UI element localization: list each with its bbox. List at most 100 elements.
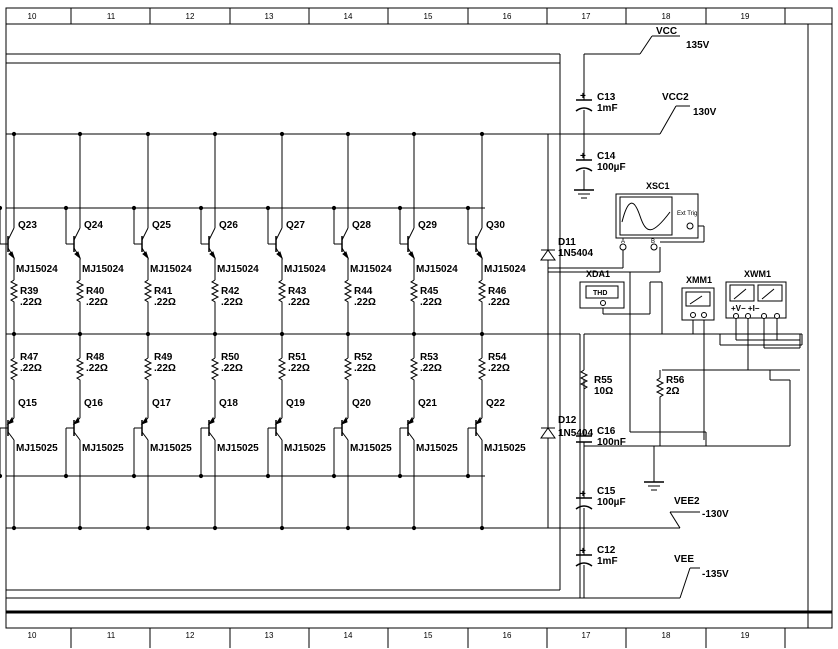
r56-ref-label: R56	[666, 375, 685, 386]
column-number-17: 17	[582, 12, 591, 21]
xwm1-v-minus-terminal[interactable]	[745, 313, 751, 319]
xwm1-i-plus-terminal[interactable]	[761, 313, 767, 319]
column-number-18: 18	[662, 631, 671, 640]
c13-capacitor: + C13 1mF	[575, 91, 618, 114]
lower-transistor-ref-label: Q15	[18, 398, 37, 409]
lower-resistor-ref-label: R49	[154, 352, 173, 363]
lower-resistor-value-label: .22Ω	[354, 363, 376, 374]
column-number-11: 11	[107, 12, 116, 21]
vee-name: VEE	[674, 554, 694, 565]
emitter-resistor-upper: R46.22Ω	[477, 279, 510, 337]
c12-capacitor: + C12 1mF	[575, 545, 618, 567]
upper-resistor-value-label: .22Ω	[221, 297, 243, 308]
lower-transistor-part-label: MJ15025	[82, 443, 124, 454]
d12-part-label: 1N5404	[558, 428, 593, 439]
vcc-supply: VCC 135V	[656, 26, 710, 51]
xsc1-ref-label: XSC1	[646, 181, 670, 191]
upper-resistor-value-label: .22Ω	[420, 297, 442, 308]
column-number-14: 14	[344, 631, 353, 640]
svg-text:+: +	[580, 546, 586, 557]
d11-diode: D11 1N5404	[540, 237, 593, 261]
vee-voltage: -135V	[702, 569, 729, 580]
upper-transistor-part-label: MJ15024	[217, 264, 259, 275]
c13-value-label: 1mF	[597, 103, 618, 114]
xwm1-v-plus-terminal[interactable]	[733, 313, 739, 319]
sheet-border	[5, 7, 833, 629]
lower-transistor-part-label: MJ15025	[150, 443, 192, 454]
lower-resistor-value-label: .22Ω	[420, 363, 442, 374]
emitter-resistor-upper: R39.22Ω	[9, 279, 42, 337]
svg-text:+: +	[580, 489, 586, 500]
lower-transistor-ref-label: Q21	[418, 398, 437, 409]
column-number-10: 10	[28, 12, 37, 21]
lower-resistor-value-label: .22Ω	[488, 363, 510, 374]
emitter-resistor-lower: R53.22Ω	[409, 334, 442, 410]
xmm1-minus-terminal[interactable]	[701, 312, 707, 318]
xsc1-channel-b-terminal[interactable]	[650, 243, 658, 251]
xwm1-terminal-labels: +V− +I−	[731, 304, 760, 313]
upper-resistor-ref-label: R44	[354, 286, 373, 297]
upper-transistor-part-label: MJ15024	[416, 264, 458, 275]
c15-capacitor: + C15 100µF	[575, 486, 626, 510]
column-number-12: 12	[186, 12, 195, 21]
oscilloscope-xsc1[interactable]: XSC1 Ext Trig A B	[615, 181, 699, 251]
c16-ref-label: C16	[597, 426, 616, 437]
upper-resistor-ref-label: R42	[221, 286, 240, 297]
column-number-19: 19	[741, 12, 750, 21]
upper-resistor-ref-label: R39	[20, 286, 39, 297]
xwm1-i-minus-terminal[interactable]	[774, 313, 780, 319]
upper-resistor-value-label: .22Ω	[354, 297, 376, 308]
c14-capacitor: + C14 100µF	[575, 151, 626, 173]
r56-resistor: R56 2Ω	[655, 370, 685, 405]
upper-resistor-value-label: .22Ω	[288, 297, 310, 308]
c12-ref-label: C12	[597, 545, 616, 556]
lower-resistor-ref-label: R51	[288, 352, 307, 363]
column-number-13: 13	[265, 12, 274, 21]
emitter-resistor-upper: R41.22Ω	[143, 279, 176, 337]
xsc1-channel-a-label: A	[621, 239, 625, 245]
column-number-15: 15	[424, 631, 433, 640]
emitter-resistor-lower: R50.22Ω	[210, 334, 243, 410]
d12-ref-label: D12	[558, 415, 577, 426]
emitter-resistor-lower: R54.22Ω	[477, 334, 510, 410]
emitter-resistor-upper: R42.22Ω	[210, 279, 243, 337]
xsc1-ext-trig-terminal[interactable]	[686, 222, 694, 230]
column-number-15: 15	[424, 12, 433, 21]
xda1-input-terminal[interactable]	[600, 300, 606, 306]
supply-network	[580, 35, 700, 599]
column-number-19: 19	[741, 631, 750, 640]
lower-resistor-ref-label: R50	[221, 352, 240, 363]
wattmeter-xwm1[interactable]: XWM1 +V− +I−	[725, 269, 787, 319]
emitter-resistor-upper: R40.22Ω	[75, 279, 108, 337]
c14-ref-label: C14	[597, 151, 616, 162]
upper-transistor-part-label: MJ15024	[82, 264, 124, 275]
emitter-resistor-upper: R44.22Ω	[343, 279, 376, 337]
upper-transistor-part-label: MJ15024	[350, 264, 392, 275]
emitter-resistor-upper: R43.22Ω	[277, 279, 310, 337]
lower-resistor-value-label: .22Ω	[288, 363, 310, 374]
upper-resistor-value-label: .22Ω	[20, 297, 42, 308]
distortion-analyzer-xda1[interactable]: XDA1 THD	[579, 269, 625, 309]
xsc1-channel-a-terminal[interactable]	[619, 243, 627, 251]
multimeter-xmm1[interactable]: XMM1	[681, 275, 715, 321]
column-number-16: 16	[503, 631, 512, 640]
column-number-10: 10	[28, 631, 37, 640]
lower-resistor-ref-label: R48	[86, 352, 105, 363]
c15-value-label: 100µF	[597, 497, 626, 508]
lower-transistor-ref-label: Q16	[84, 398, 103, 409]
vee2-voltage: -130V	[702, 509, 729, 520]
xmm1-plus-terminal[interactable]	[690, 312, 696, 318]
